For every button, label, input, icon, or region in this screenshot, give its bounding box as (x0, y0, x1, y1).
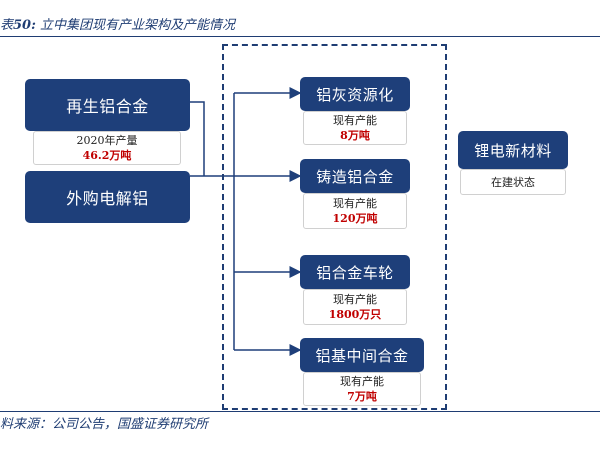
caption-wheel-value: 1800万只 (328, 308, 382, 321)
caption-wheel: 现有产能 1800万只 (303, 289, 407, 325)
caption-casting: 现有产能 120万吨 (303, 193, 407, 229)
caption-ash-value: 8万吨 (340, 129, 370, 142)
node-wheel-label: 铝合金车轮 (316, 263, 394, 282)
node-recycled-aluminum-alloy: 再生铝合金 (25, 79, 190, 131)
caption-wheel-label: 现有产能 (333, 293, 377, 306)
node-ash-recycling: 铝灰资源化 (300, 77, 410, 111)
node-master-alloy: 铝基中间合金 (300, 338, 424, 372)
caption-ash: 现有产能 8万吨 (303, 111, 407, 145)
caption-master: 现有产能 7万吨 (303, 372, 421, 406)
node-lithium-label: 锂电新材料 (474, 141, 552, 160)
caption-master-value: 7万吨 (347, 390, 377, 403)
node-master-label: 铝基中间合金 (315, 346, 409, 365)
caption-lithium: 在建状态 (460, 169, 566, 195)
node-casting-label: 铸造铝合金 (316, 167, 394, 186)
figure-title-text: 立中集团现有产业架构及产能情况 (40, 18, 236, 33)
caption-master-label: 现有产能 (340, 375, 384, 388)
caption-recycled-value: 46.2万吨 (82, 149, 132, 162)
node-recycled-label: 再生铝合金 (66, 97, 149, 116)
caption-ash-label: 现有产能 (333, 114, 377, 127)
node-lithium-materials: 锂电新材料 (458, 131, 568, 169)
existing-capacity-frame (222, 44, 447, 410)
caption-casting-label: 现有产能 (333, 197, 377, 210)
figure-prefix: 表 (0, 18, 14, 33)
caption-recycled-label: 2020年产量 (76, 134, 138, 147)
figure-title: 表50: 立中集团现有产业架构及产能情况 (0, 14, 600, 34)
node-casting-alloy: 铸造铝合金 (300, 159, 410, 193)
connector-recycled (190, 101, 205, 176)
title-rule (0, 36, 600, 37)
figure-number: 50: (13, 18, 36, 33)
caption-lithium-label: 在建状态 (491, 175, 535, 189)
caption-recycled: 2020年产量 46.2万吨 (33, 131, 181, 165)
caption-casting-value: 120万吨 (332, 212, 378, 225)
node-ash-label: 铝灰资源化 (316, 85, 394, 104)
node-purchased-label: 外购电解铝 (66, 189, 149, 208)
node-wheel: 铝合金车轮 (300, 255, 410, 289)
source-note: 料来源：公司公告，国盛证券研究所 (0, 417, 209, 432)
node-purchased-aluminum: 外购电解铝 (25, 171, 190, 223)
source-rule (0, 411, 600, 412)
